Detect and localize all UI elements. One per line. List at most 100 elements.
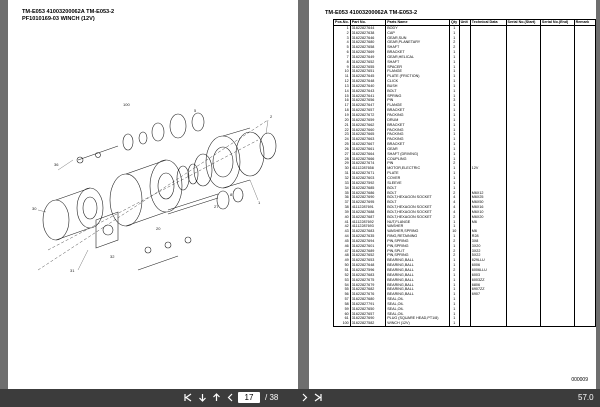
serial-start-cell: [505, 45, 541, 51]
serial-start-cell: [505, 25, 541, 31]
svg-text:32: 32: [110, 254, 115, 259]
parts-name-cell: SHAFT (DRIVING): [385, 151, 450, 157]
parts-name-cell: PIN,SPRING: [385, 238, 450, 244]
part-no-cell: 31622827690: [349, 316, 387, 322]
col-part-no: Part No.: [349, 19, 387, 26]
serial-start-cell: [505, 35, 541, 41]
part-no-cell: 31622827645: [349, 74, 387, 80]
serial-start-cell: [505, 248, 541, 254]
page-number-input[interactable]: 17: [238, 392, 260, 403]
serial-start-cell: [505, 93, 541, 99]
part-no-cell: 31622827686: [349, 190, 387, 196]
scroll-down-button[interactable]: [198, 389, 207, 407]
parts-name-cell: BEARING,BALL: [385, 272, 450, 278]
part-no-cell: 31622827653: [349, 258, 387, 264]
remark-cell: [573, 83, 597, 89]
unit-cell: [458, 93, 471, 99]
remark-cell: [573, 267, 597, 273]
svg-text:8: 8: [230, 192, 233, 197]
parts-name-cell: BRACKET: [385, 142, 450, 147]
remark-cell: [573, 321, 597, 328]
parts-name-cell: RING,RETAINING: [385, 234, 450, 239]
last-page-button[interactable]: [314, 389, 323, 407]
part-no-cell: 41112287693: [349, 224, 387, 230]
remark-cell: [573, 161, 597, 167]
unit-cell: [458, 83, 471, 89]
parts-name-cell: PLATE: [385, 171, 450, 176]
part-no-cell: 31622827672: [349, 112, 387, 118]
part-no-cell: 31622827652: [349, 253, 387, 259]
unit-cell: [458, 146, 471, 152]
parts-name-cell: BOLT: [385, 190, 450, 196]
part-no-cell: 31622827592: [349, 180, 387, 186]
serial-start-cell: [505, 161, 541, 167]
serial-start-cell: [505, 74, 541, 80]
part-no-cell: 31622827650: [349, 306, 387, 312]
part-no-cell: 31622827683: [349, 229, 387, 235]
parts-name-cell: BOLT,HEXAGON SOCKET: [385, 214, 450, 220]
remark-cell: [573, 35, 597, 41]
unit-cell: [458, 54, 471, 60]
left-page-subtitle: PF1010169-03 WINCH (12V): [22, 16, 95, 22]
parts-name-cell: PIN,SPRING: [385, 253, 450, 259]
serial-start-cell: [505, 238, 541, 244]
part-no-cell: 31622827791: [349, 301, 387, 307]
remark-cell: [573, 79, 597, 84]
last-page-icon: [314, 393, 322, 402]
part-no-cell: 31622827695: [349, 200, 387, 206]
left-page-title: TM-E053 41003200062A TM-E053-2: [22, 9, 115, 15]
unit-cell: [458, 103, 471, 109]
part-no-cell: 31622827674: [349, 161, 387, 167]
serial-start-cell: [505, 54, 541, 60]
parts-name-cell: COUPLING: [385, 156, 450, 162]
unit-cell: [458, 292, 471, 298]
unit-cell: [458, 45, 471, 51]
parts-name-cell: PIN,SPRING: [385, 243, 450, 249]
serial-start-cell: [505, 321, 541, 328]
part-no-cell: 31622827664: [349, 151, 387, 157]
unit-cell: [458, 282, 471, 288]
unit-cell: [458, 151, 471, 157]
serial-start-cell: [505, 79, 541, 84]
prev-page-button[interactable]: [226, 389, 235, 407]
next-page-button[interactable]: [300, 389, 309, 407]
next-page-icon: [302, 393, 308, 402]
unit-cell: [458, 272, 471, 278]
unit-cell: [458, 311, 471, 317]
part-no-cell: 31622827648: [349, 263, 387, 268]
scroll-up-button[interactable]: [212, 389, 221, 407]
zoom-level[interactable]: 57.0: [578, 393, 594, 402]
part-no-cell: 41112287692: [349, 219, 387, 225]
parts-name-cell: PIN: [385, 98, 450, 104]
first-page-button[interactable]: [183, 389, 192, 407]
remark-cell: [573, 69, 597, 75]
remark-cell: [573, 88, 597, 94]
unit-cell: [458, 243, 471, 249]
unit-cell: [458, 50, 471, 55]
parts-name-cell: PLUG (SQUARE HEAD,PT1/8): [385, 316, 450, 322]
serial-start-cell: [505, 83, 541, 89]
part-no-cell: 31622827659: [349, 117, 387, 123]
unit-cell: [458, 69, 471, 75]
remark-cell: [573, 98, 597, 104]
